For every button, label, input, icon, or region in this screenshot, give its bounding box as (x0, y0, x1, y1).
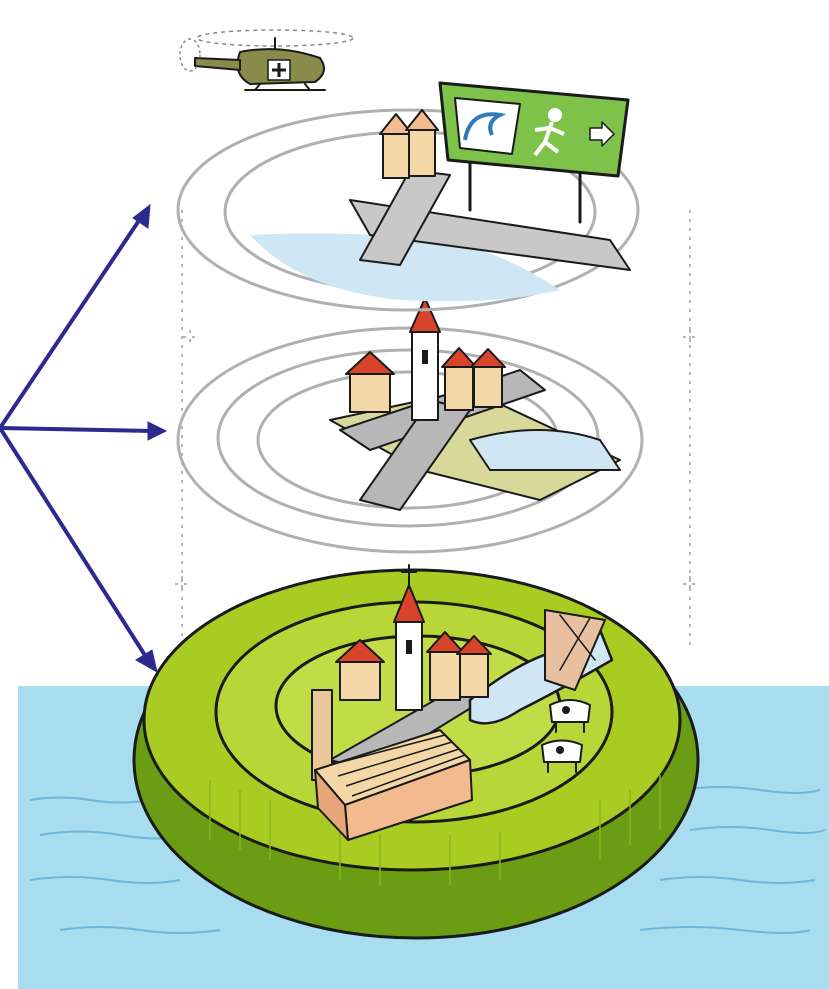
helicopter-icon (179, 29, 354, 91)
houses (345, 347, 506, 413)
cow-icon (541, 739, 583, 773)
island-layer-bottom (132, 564, 700, 940)
arrow-to-middle-layer (0, 426, 153, 433)
island-layer-top (176, 29, 640, 312)
guide-lines (175, 210, 697, 650)
houses (335, 631, 492, 701)
arrows (0, 203, 168, 673)
evacuation-sign (438, 81, 630, 224)
houses (379, 109, 439, 179)
arrow-to-top-layer (0, 214, 144, 430)
arrow-to-bottom-layer (0, 426, 150, 662)
church-icon (393, 564, 425, 711)
island-layer-middle (176, 279, 644, 554)
arrow-right-icon (589, 121, 615, 147)
factory-icon (314, 729, 473, 841)
running-person-icon (533, 108, 565, 157)
cow-icon (549, 699, 591, 733)
